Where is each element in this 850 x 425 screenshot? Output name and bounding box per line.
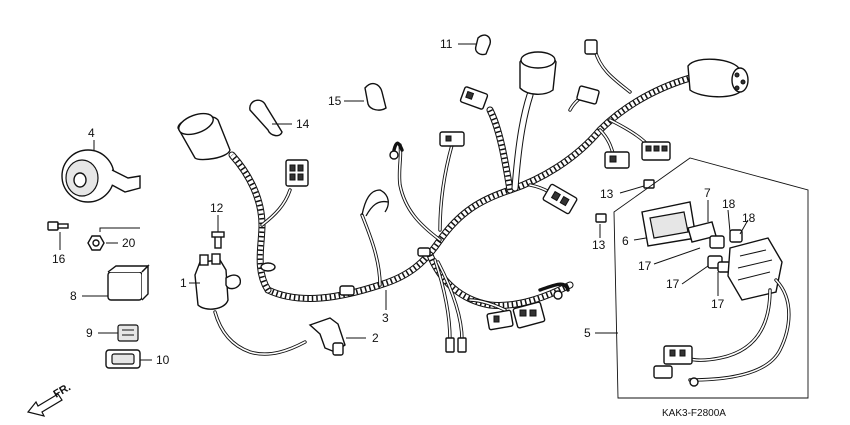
label-6: 6 [622, 234, 629, 248]
connector-mid [439, 131, 465, 147]
front-direction-indicator: FR. [26, 381, 73, 417]
front-label: FR. [52, 381, 73, 400]
bolt-16 [47, 221, 69, 231]
separator-line [99, 227, 140, 232]
part-labels: 4 1 2 3 5 6 7 8 9 10 11 12 13 13 14 15 1… [52, 37, 756, 367]
connector-right-3 [641, 141, 671, 161]
label-11: 11 [440, 37, 453, 51]
cylinder-connector-top [519, 51, 557, 95]
label-16: 16 [52, 252, 66, 266]
nut-20 [87, 235, 105, 251]
label-14: 14 [296, 117, 310, 131]
leader-lines [59, 43, 749, 361]
wire-harness [228, 48, 694, 342]
clip-14 [249, 99, 283, 137]
harness-sleeves [260, 247, 431, 296]
label-12: 12 [210, 201, 224, 215]
pad-10 [105, 349, 141, 369]
front-arrow-icon [26, 393, 63, 417]
label-18a: 18 [722, 197, 736, 211]
connector-right-2 [604, 151, 630, 169]
spark-plug-cap [308, 317, 346, 356]
terminals-lower [445, 337, 467, 353]
label-13a: 13 [600, 187, 614, 201]
label-15: 15 [328, 94, 342, 108]
label-1: 1 [180, 276, 187, 290]
block-9 [117, 324, 139, 342]
bolt-13b [595, 213, 607, 223]
connector-top-center [459, 86, 489, 110]
screw-12 [211, 231, 225, 249]
connector-lower-1 [486, 309, 514, 331]
clip-11 [474, 34, 492, 56]
label-8: 8 [70, 289, 77, 303]
label-13b: 13 [592, 238, 606, 252]
relay-8 [107, 264, 150, 301]
label-18b: 18 [742, 211, 756, 225]
diagram-code: KAK3-F2800A [662, 408, 726, 419]
regulator-assembly [613, 157, 809, 399]
label-20: 20 [122, 236, 136, 250]
label-17a: 17 [638, 259, 652, 273]
cylinder-connector-right [687, 58, 749, 98]
label-17c: 17 [711, 297, 725, 311]
label-4: 4 [88, 126, 95, 140]
label-17b: 17 [666, 277, 680, 291]
label-3: 3 [382, 311, 389, 325]
clip-15 [364, 82, 387, 111]
ignition-coil [194, 253, 307, 356]
label-9: 9 [86, 326, 93, 340]
center-small-wires [361, 189, 389, 217]
connector-4pin [285, 159, 309, 187]
horn [61, 149, 141, 203]
connector-lower-2 [512, 301, 546, 329]
ring-terminals [389, 150, 563, 300]
label-2: 2 [372, 331, 379, 345]
cylinder-connector-left [177, 112, 231, 161]
connector-top-right [576, 39, 600, 105]
label-5: 5 [584, 326, 591, 340]
connector-right-1 [542, 183, 578, 215]
label-10: 10 [156, 353, 170, 367]
label-7: 7 [704, 186, 711, 200]
